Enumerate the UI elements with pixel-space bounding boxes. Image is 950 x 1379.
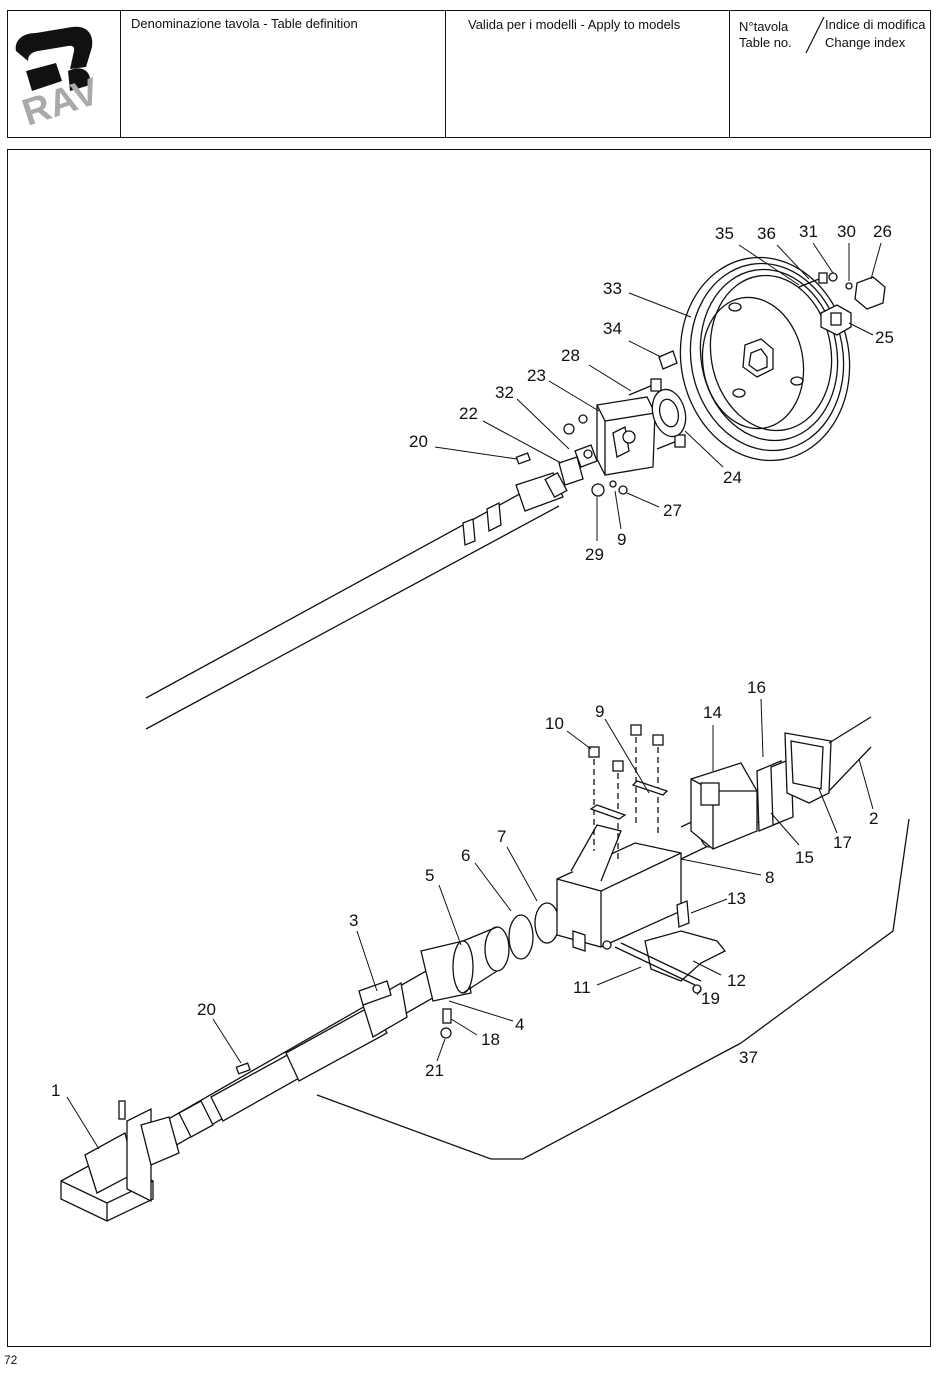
callout-27: 27: [663, 501, 682, 520]
callout-13: 13: [727, 889, 746, 908]
logo-cell: RAV: [8, 11, 121, 137]
callout-19: 19: [701, 989, 720, 1008]
callout-10: 10: [545, 714, 564, 733]
callout-29: 29: [585, 545, 604, 564]
callout-34: 34: [603, 319, 622, 338]
callout-24: 24: [723, 468, 742, 487]
callout-1: 1: [51, 1081, 60, 1100]
callout-9b: 9: [595, 702, 604, 721]
models-label: Valida per i modelli - Apply to models: [468, 17, 680, 33]
callout-28: 28: [561, 346, 580, 365]
callout-16: 16: [747, 678, 766, 697]
callout-33: 33: [603, 279, 622, 298]
drawing-frame: 35 36 31 30 26 33 25 34 28 23 32 22 20 2…: [7, 149, 931, 1347]
callout-7: 7: [497, 827, 506, 846]
callout-3: 3: [349, 911, 358, 930]
change-index-label-it: Indice di modifica: [825, 17, 925, 33]
callout-18: 18: [481, 1030, 500, 1049]
table-no-label-en: Table no.: [739, 35, 792, 51]
header-table: RAV Denominazione tavola - Table definit…: [7, 10, 931, 138]
table-no-label-it: N°tavola: [739, 19, 788, 35]
callout-11: 11: [573, 978, 591, 997]
change-index-label-en: Change index: [825, 35, 905, 51]
callout-32: 32: [495, 383, 514, 402]
exploded-diagram: 35 36 31 30 26 33 25 34 28 23 32 22 20 2…: [8, 150, 929, 1345]
callout-36: 36: [757, 224, 776, 243]
callout-31: 31: [799, 222, 818, 241]
callout-4: 4: [515, 1015, 524, 1034]
callout-20: 20: [409, 432, 428, 451]
callout-25: 25: [875, 328, 894, 347]
callout-2: 2: [869, 809, 878, 828]
table-number-cell: N°tavola Table no. Indice di modifica Ch…: [730, 11, 930, 137]
callout-23: 23: [527, 366, 546, 385]
callout-9: 9: [617, 530, 626, 549]
callout-21: 21: [425, 1061, 444, 1080]
callout-26: 26: [873, 222, 892, 241]
callout-14: 14: [703, 703, 722, 722]
models-cell: Valida per i modelli - Apply to models: [446, 11, 730, 137]
page-number: 72: [4, 1353, 17, 1367]
callout-35: 35: [715, 224, 734, 243]
callout-37: 37: [739, 1048, 758, 1067]
callout-20b: 20: [197, 1000, 216, 1019]
callout-12: 12: [727, 971, 746, 990]
callout-5: 5: [425, 866, 434, 885]
callout-8: 8: [765, 868, 774, 887]
definition-label: Denominazione tavola - Table definition: [131, 16, 358, 32]
callout-6: 6: [461, 846, 470, 865]
rav-logo-icon: RAV: [8, 11, 118, 136]
callout-17: 17: [833, 833, 852, 852]
definition-cell: Denominazione tavola - Table definition: [121, 11, 446, 137]
callout-15: 15: [795, 848, 814, 867]
callout-30: 30: [837, 222, 856, 241]
callout-22: 22: [459, 404, 478, 423]
